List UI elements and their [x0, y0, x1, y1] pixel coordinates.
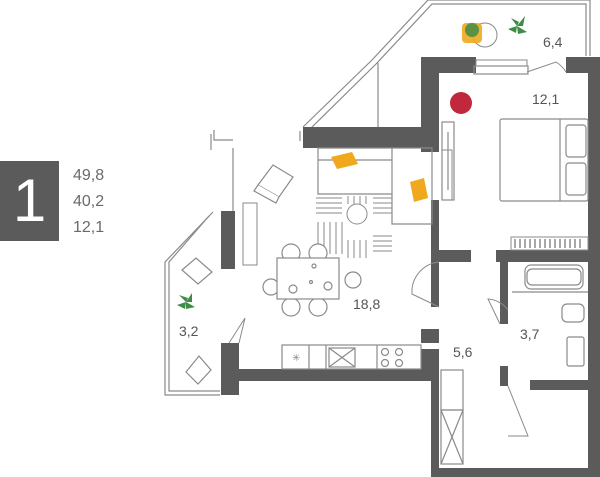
wall-bath-left-lower	[500, 366, 508, 386]
bedroom-window	[475, 59, 528, 66]
tv-stand	[441, 149, 453, 201]
top-balcony-furniture	[462, 16, 527, 48]
top-balcony-outline-inner	[306, 3, 587, 133]
kitchen-area: 12,1	[73, 219, 105, 236]
wall-bottom-kitchen	[233, 369, 433, 381]
room-count: 1	[12, 167, 47, 234]
wall-bottom-left	[221, 343, 239, 395]
wall-hall-top-right	[496, 250, 588, 262]
wall-hall-left-lower	[431, 361, 439, 477]
wall-bottom	[431, 468, 588, 477]
pillow-1	[565, 124, 587, 158]
wall-right	[588, 57, 600, 477]
bath-door	[487, 298, 509, 325]
plant-icon	[177, 293, 195, 309]
wall-bedroom-top-right	[566, 57, 590, 73]
wall-hall-left-stub-2	[421, 349, 439, 361]
hall-door	[411, 261, 440, 308]
room-area-bedroom: 12,1	[532, 91, 559, 107]
pillow-2	[565, 162, 587, 196]
room-area-living: 18,8	[353, 296, 380, 312]
doors	[228, 59, 567, 437]
cushion-1	[331, 152, 358, 169]
left-window-outline	[213, 130, 233, 141]
room-area-hallway: 5,6	[453, 344, 473, 360]
wall-bottom-right-stub	[530, 380, 588, 390]
balcony-door	[526, 61, 567, 73]
hallway-wardrobe	[440, 369, 464, 465]
living-area: 40,2	[73, 193, 105, 210]
top-balcony-outline	[302, 0, 591, 128]
bottom-door	[507, 385, 529, 437]
room-area-bathroom: 3,7	[520, 326, 540, 342]
left-balcony-furniture	[181, 257, 213, 385]
left-balcony-outline-inner	[168, 215, 220, 392]
toilet	[561, 303, 585, 323]
room-count-badge: 1	[0, 161, 59, 241]
left-balcony-outline	[164, 211, 220, 396]
room-area-balcony-left: 3,2	[179, 323, 199, 339]
bedroom-furniture	[441, 65, 589, 202]
bathtub	[524, 264, 584, 290]
wall-hall-left-stub	[421, 329, 439, 343]
wall-balcony-left	[221, 211, 235, 269]
wall-top-living	[303, 127, 431, 148]
kitchen-counter	[281, 344, 422, 370]
glazing-outlines	[164, 0, 591, 396]
bedroom-shelf-slats	[514, 239, 581, 248]
total-area: 49,8	[73, 167, 105, 184]
radiator	[473, 65, 529, 75]
plant-icon	[508, 16, 527, 34]
bathroom-fixtures	[512, 264, 588, 367]
wall-bedroom-top-left	[421, 57, 476, 73]
room-area-balcony-top: 6,4	[543, 34, 563, 50]
coffee-table	[346, 203, 368, 225]
fridge-icon: ✳	[292, 353, 300, 364]
wall-bath-left-upper	[500, 262, 508, 324]
walls	[221, 57, 600, 477]
armchair	[253, 164, 294, 204]
radiator-living	[242, 202, 258, 266]
sink	[566, 336, 585, 367]
rug	[316, 196, 392, 258]
wall-bedroom-left-upper	[421, 57, 439, 152]
cushion-2	[410, 178, 428, 202]
wall-bedroom-left-lower	[431, 200, 439, 262]
left-balcony-door	[228, 317, 246, 344]
red-lamp	[450, 92, 472, 114]
double-bed	[499, 118, 589, 202]
wall-hall-left-upper	[431, 262, 439, 307]
wall-hall-top-left	[431, 250, 471, 262]
dining-set	[262, 243, 362, 317]
